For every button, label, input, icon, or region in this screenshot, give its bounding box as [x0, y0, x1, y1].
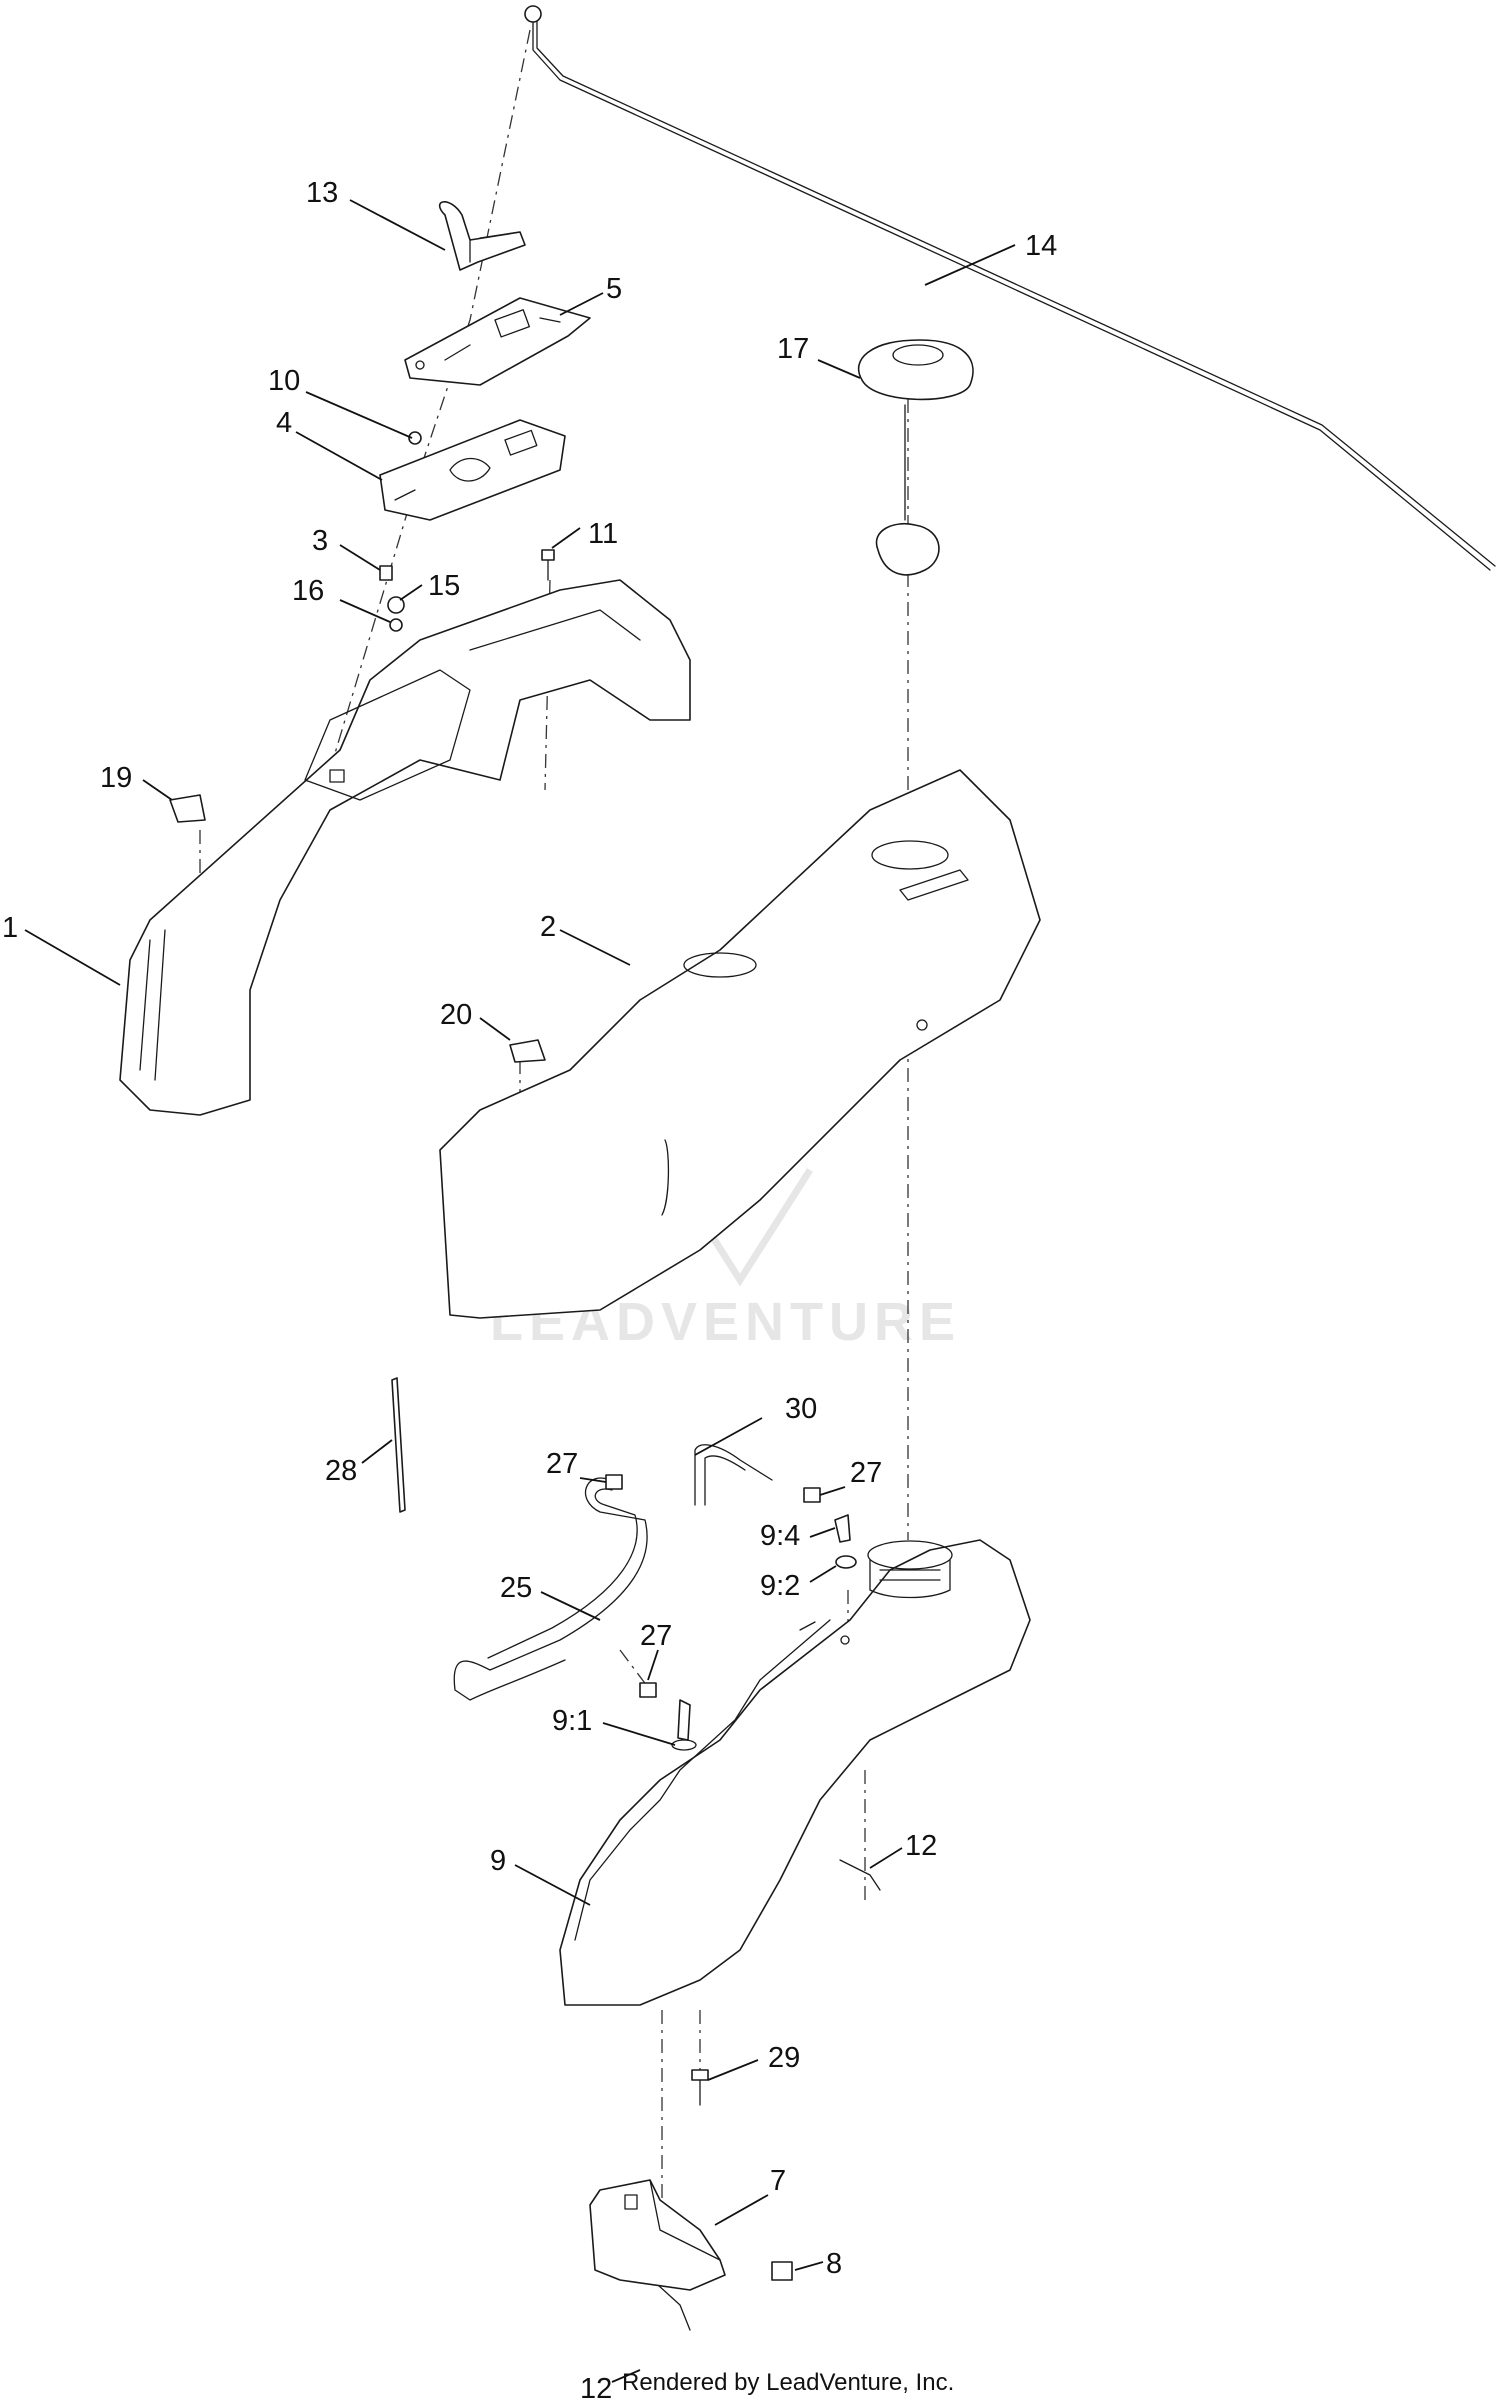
part-27-fitting-c[interactable] [639, 1682, 657, 1698]
part-12-clip-a[interactable] [839, 1859, 881, 1891]
part-4-plate[interactable] [379, 419, 566, 521]
part-14-cable[interactable] [524, 5, 1496, 571]
part-3-nut[interactable] [379, 565, 393, 581]
part-27-fitting-b[interactable] [803, 1487, 821, 1503]
part-20-cap[interactable] [509, 1039, 546, 1063]
part-2-shroud[interactable] [439, 769, 1041, 1319]
callout-9-2: 9:2 [760, 1570, 800, 1602]
part-10-screw[interactable] [408, 431, 422, 445]
render-credit: Rendered by LeadVenture, Inc. [622, 2369, 954, 2396]
callout-29: 29 [768, 2042, 800, 2074]
part-13-knob[interactable] [438, 201, 526, 271]
callout-27-b: 27 [850, 1457, 882, 1489]
callout-27-c: 27 [640, 1620, 672, 1652]
callout-28: 28 [325, 1455, 357, 1487]
part-15-washer[interactable] [387, 596, 405, 614]
part-17-fuel-cap[interactable] [857, 339, 974, 576]
callout-10: 10 [268, 365, 300, 397]
callout-14: 14 [1025, 230, 1057, 262]
callout-16: 16 [292, 575, 324, 607]
callout-15: 15 [428, 570, 460, 602]
part-7-bracket[interactable] [589, 2179, 726, 2291]
callout-5: 5 [606, 273, 622, 305]
part-27-fitting-a[interactable] [605, 1474, 623, 1490]
callout-12-a: 12 [905, 1830, 937, 1862]
callout-4: 4 [276, 407, 292, 439]
part-9-fuel-tank[interactable] [559, 1539, 1031, 2006]
callout-3: 3 [312, 525, 328, 557]
callout-17: 17 [777, 333, 809, 365]
callout-12-b: 12 [580, 2373, 612, 2405]
part-30-hose[interactable] [694, 1444, 773, 1506]
part-28-strap[interactable] [391, 1377, 406, 1513]
part-19-cap[interactable] [169, 794, 206, 823]
part-5-decal[interactable] [404, 297, 591, 386]
part-1-shroud[interactable] [119, 579, 691, 1116]
callout-30: 30 [785, 1393, 817, 1425]
part-16-nut[interactable] [389, 618, 403, 632]
callout-11: 11 [588, 518, 618, 550]
callout-1: 1 [2, 912, 18, 944]
callout-25: 25 [500, 1572, 532, 1604]
callout-9-4: 9:4 [760, 1520, 800, 1552]
part-12-clip-b[interactable] [657, 2284, 691, 2331]
callout-7: 7 [770, 2165, 786, 2197]
callout-2: 2 [540, 911, 556, 943]
part-8-nut[interactable] [771, 2261, 793, 2281]
part-9-4-fitting[interactable] [834, 1514, 851, 1543]
part-25-hose[interactable] [453, 1477, 648, 1701]
callout-8: 8 [826, 2248, 842, 2280]
callout-19: 19 [100, 762, 132, 794]
part-9-1-fitting[interactable] [671, 1699, 697, 1751]
callout-13: 13 [306, 177, 338, 209]
callout-9: 9 [490, 1845, 506, 1877]
callouts: 13 14 5 17 10 4 11 3 15 16 19 1 2 20 30 … [2, 177, 1057, 2405]
part-29-bolt[interactable] [691, 2069, 709, 2106]
callout-27-a: 27 [546, 1448, 578, 1480]
part-11-screw[interactable] [541, 549, 555, 581]
callout-9-1: 9:1 [552, 1705, 592, 1737]
callout-20: 20 [440, 999, 472, 1031]
assembly-line-cable [329, 29, 531, 771]
part-9-2-grommet[interactable] [835, 1555, 857, 1569]
leader-lines [24, 199, 1016, 2383]
